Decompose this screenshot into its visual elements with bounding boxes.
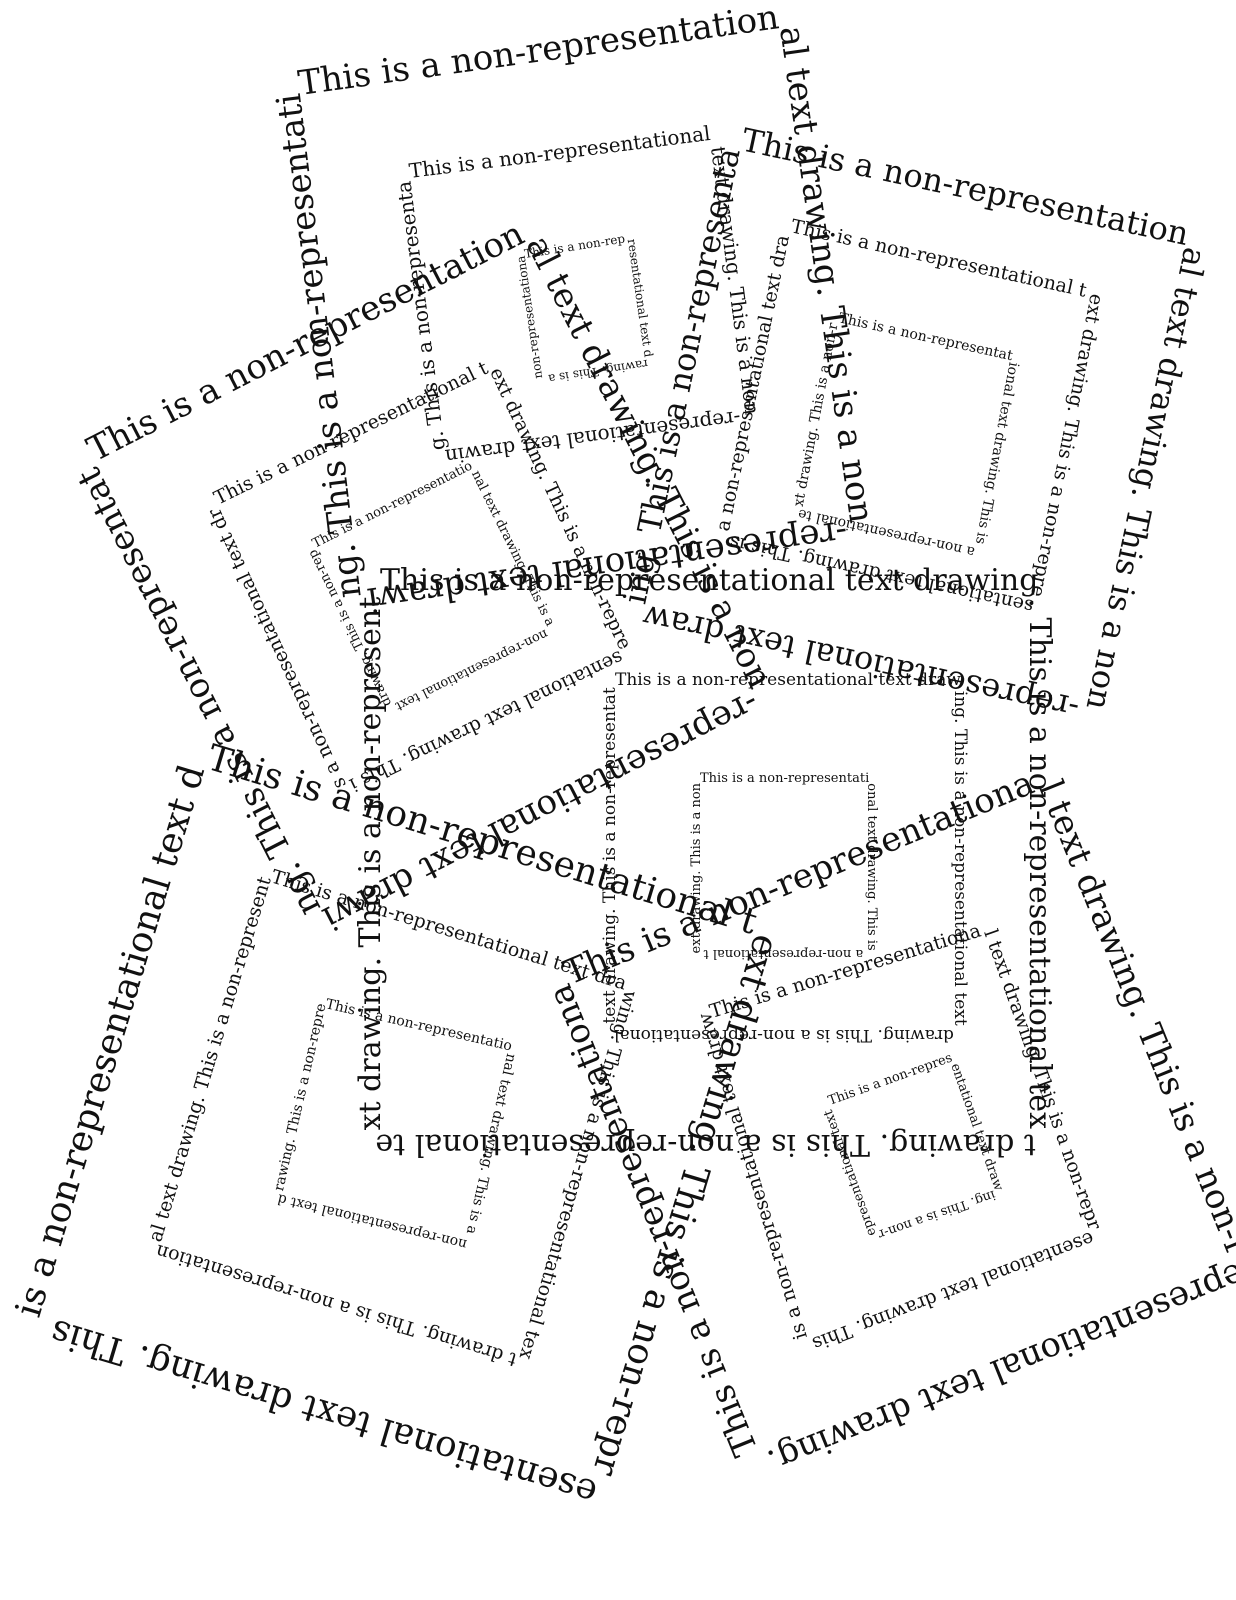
text-drawing-artwork: This is a non-representational text draw… <box>0 0 1236 1513</box>
